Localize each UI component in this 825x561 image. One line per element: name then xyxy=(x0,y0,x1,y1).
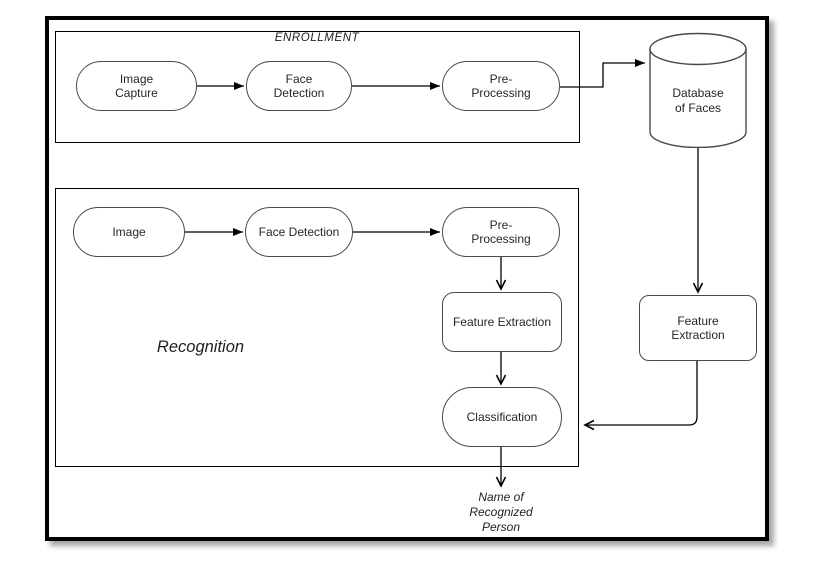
node-face-detection-enrollment: Face Detection xyxy=(246,61,352,111)
database-label: Database of Faces xyxy=(672,86,724,115)
node-feature-extraction-label: Feature Extraction xyxy=(452,315,552,329)
node-database-of-faces: Database of Faces xyxy=(649,32,747,148)
node-feature-extraction: Feature Extraction xyxy=(442,292,562,352)
recognition-label: Recognition xyxy=(156,338,245,356)
node-classification-label: Classification xyxy=(466,410,538,424)
node-pre-processing-recognition-label: Pre- Processing xyxy=(471,218,531,246)
node-classification: Classification xyxy=(442,387,562,447)
node-pre-processing-recognition: Pre- Processing xyxy=(442,207,560,257)
node-face-detection-recognition-label: Face Detection xyxy=(258,225,340,239)
node-image-capture: Image Capture xyxy=(76,61,197,111)
node-image: Image xyxy=(73,207,185,257)
output-label: Name of Recognized Person xyxy=(469,490,533,534)
enrollment-label: ENROLLMENT xyxy=(274,32,360,44)
node-face-detection-recognition: Face Detection xyxy=(245,207,353,257)
node-pre-processing-enrollment-label: Pre- Processing xyxy=(471,72,531,100)
node-face-detection-enrollment-label: Face Detection xyxy=(273,72,325,100)
recognition-group-box xyxy=(55,188,579,467)
node-pre-processing-enrollment: Pre- Processing xyxy=(442,61,560,111)
node-feature-extraction-database: Feature Extraction xyxy=(639,295,757,361)
node-feature-extraction-database-label: Feature Extraction xyxy=(671,314,725,342)
node-image-label: Image xyxy=(112,225,146,239)
database-cylinder-icon xyxy=(649,32,747,148)
node-image-capture-label: Image Capture xyxy=(115,72,158,100)
